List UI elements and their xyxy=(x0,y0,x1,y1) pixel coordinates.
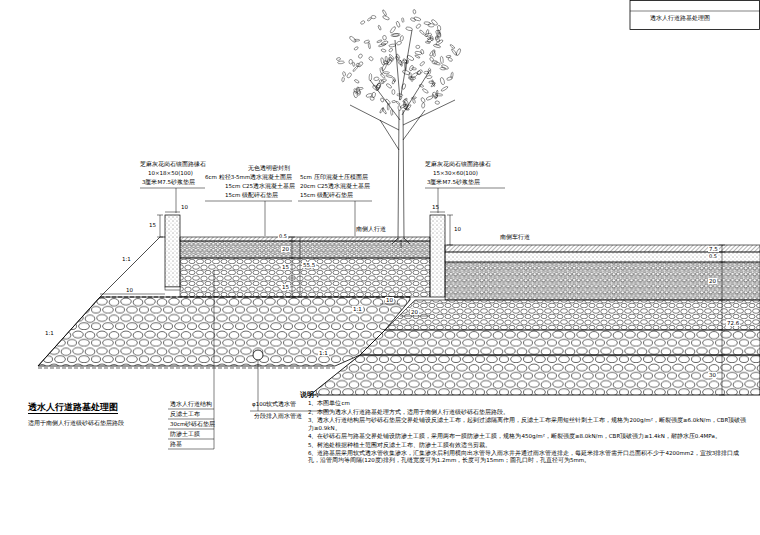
material-note: 15cm C25透水混凝土基层 xyxy=(225,183,295,189)
material-note: 无色透明密封剂 xyxy=(248,165,290,171)
drawing-title: 透水人行道路基处理图 xyxy=(28,402,118,414)
layer-legend: 反滤土工布 xyxy=(170,411,200,417)
area-name: 南侧车行道 xyxy=(500,234,530,241)
dimension: 7.5 xyxy=(708,246,719,252)
pipe-note: φ100软式透水管 xyxy=(252,401,296,407)
dimension: 10 xyxy=(385,297,394,303)
material-note: 3厘米M7.5砂浆垫层 xyxy=(427,179,480,185)
material-note: 5cm 压印混凝土压模面层 xyxy=(300,174,368,180)
note-item: 1、本图单位cm xyxy=(308,400,748,407)
material-note: 3厘米M7.5砂浆垫层 xyxy=(142,179,195,185)
note-item: 6、道路基层采用软式透水管收集渗水，汇集渗水后利用横向出水管导入雨水井并通过雨水… xyxy=(308,450,748,465)
dimension: 10 xyxy=(126,287,133,293)
dimension: 15 xyxy=(281,264,290,270)
pipe-note: 分段排入雨水管道 xyxy=(254,413,302,419)
slope-ratio: 1:1 xyxy=(122,256,131,262)
note-item: 5、树池处根据种植土范围对反滤土工布、防渗土工膜有效适当剪裁。 xyxy=(308,442,748,449)
material-note: 芝麻灰花岗石镶面路缘石 xyxy=(140,161,206,167)
layer-legend: 透水人行道结构 xyxy=(170,401,212,407)
area-name: 南侧人行道 xyxy=(356,226,386,233)
dimension: 10 xyxy=(181,204,188,210)
material-note: 10×18×50(100) xyxy=(148,170,193,176)
drawing-caption: 适用于南侧人行道级砂砾石垫层路段 xyxy=(28,420,124,426)
layer-legend: 路基 xyxy=(170,441,182,447)
material-note: 15cm 级配碎石垫层 xyxy=(225,192,278,198)
dimension: 72.6 xyxy=(726,320,740,326)
material-note: 20cm C25透水混凝土基层 xyxy=(300,183,370,189)
slope-ratio: 1:1 xyxy=(352,306,363,312)
notes-heading: 说明： xyxy=(300,392,321,399)
dimension: 15 xyxy=(149,222,156,228)
slope-ratio: 1:1 xyxy=(318,350,329,356)
dimension: 20 xyxy=(708,278,717,284)
dimension: 15 xyxy=(281,284,290,290)
material-note: 15cm 级配碎石垫层 xyxy=(300,192,353,198)
dimension: 55.5 xyxy=(302,262,316,268)
dimension: 20 xyxy=(281,246,290,252)
dimension: 0.5 xyxy=(708,254,718,260)
note-item: 4、在砂砾石层与路基交界处铺设防渗土工膜，采用两布一膜防渗土工膜，规格为450g… xyxy=(308,433,748,440)
material-note: 6cm 粒径3-5mm透水混凝土面层 xyxy=(205,174,292,180)
material-note: 芝麻灰花岗石镶面路缘石 xyxy=(425,161,491,167)
dimension: 0.5 xyxy=(278,234,288,240)
slope-ratio: 1:1 xyxy=(44,330,55,336)
note-item: 2、本图为透水人行道路基处理方式，适用于南侧人行道级砂砾石垫层路段。 xyxy=(308,409,748,416)
title-block-text: 透水人行道路基处理图 xyxy=(650,15,710,22)
layer-legend: 防渗土工膜 xyxy=(170,431,200,437)
layer-legend: 30cm砂砾石垫层 xyxy=(170,421,215,427)
dimension: 10 xyxy=(454,226,461,232)
dimension: 20 xyxy=(410,309,419,315)
note-item: 3、透水人行道结构层与砂砾石垫层交界处铺设反滤土工布，起到过滤隔离作用，反滤土工… xyxy=(308,417,748,432)
dimension: 15 xyxy=(432,204,439,210)
material-note: 15×30×60(100) xyxy=(433,170,478,176)
dimension: 30 xyxy=(708,372,717,378)
